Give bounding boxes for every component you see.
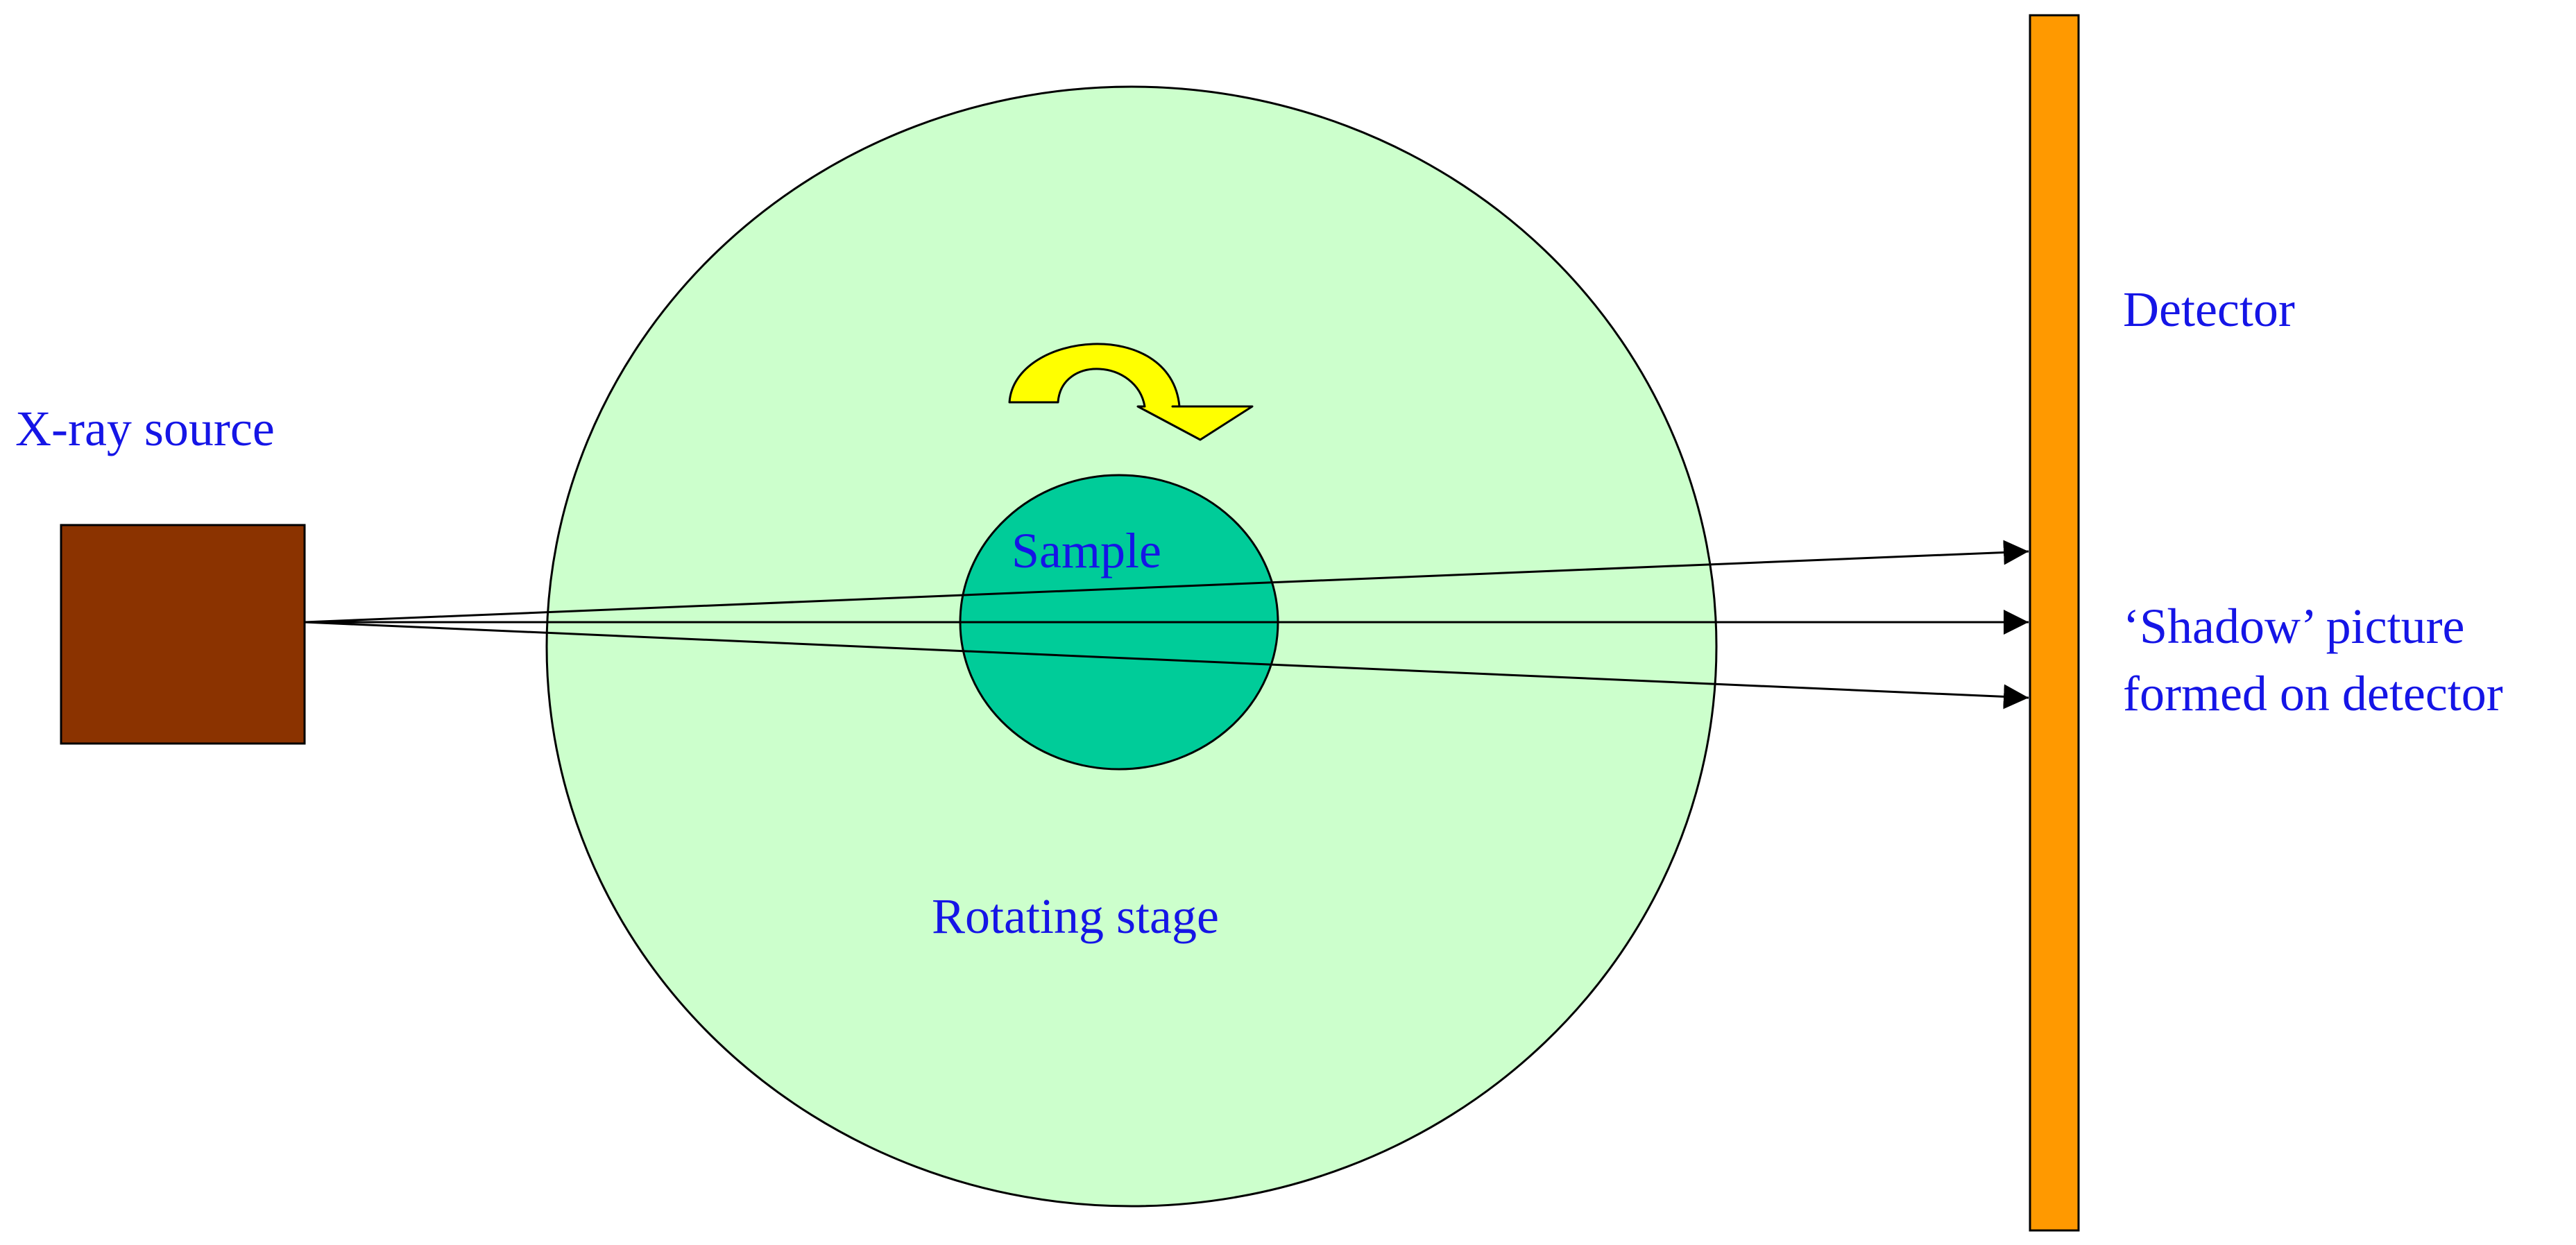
curved-clockwise-arrow-icon <box>1008 343 1254 441</box>
detector-label: Detector <box>2123 282 2295 337</box>
xray-beam-upper <box>304 540 2029 624</box>
rotating-stage-label: Rotating stage <box>932 888 1219 944</box>
detector-bar <box>2029 14 2080 1232</box>
sample-label: Sample <box>1012 523 1161 578</box>
xray-beam-lower <box>304 621 2029 710</box>
xray-source-label: X-ray source <box>15 401 275 456</box>
xray-source-box <box>60 524 306 745</box>
shadow-label-line1: ‘Shadow’ picture <box>2123 599 2465 654</box>
shadow-label-line2: formed on detector <box>2123 666 2503 721</box>
